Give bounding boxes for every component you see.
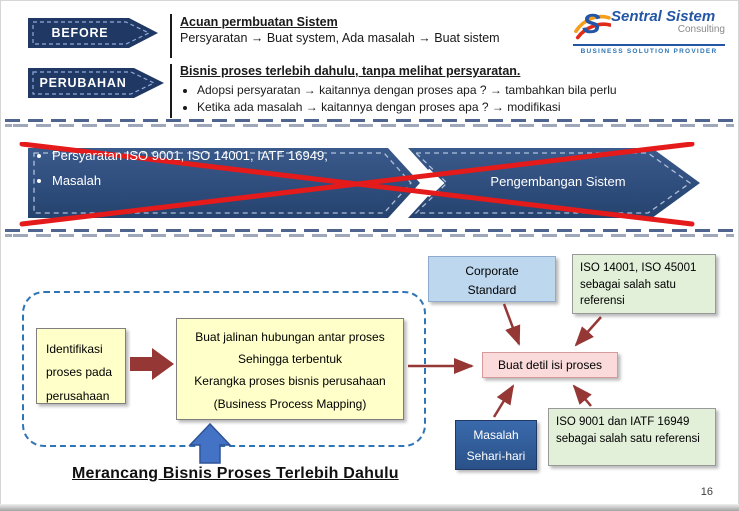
box-line: Corporate bbox=[465, 264, 519, 278]
crossed-item: Persyaratan ISO 9001, ISO 14001, IATF 16… bbox=[52, 148, 328, 163]
corporate-standard-box: Corporate Standard bbox=[428, 256, 556, 302]
right-arrow-banner-icon bbox=[28, 18, 158, 48]
perubahan-label: PERUBAHAN bbox=[39, 76, 127, 90]
before-heading: Acuan permbuatan Sistem bbox=[180, 15, 338, 29]
box-line: perusahaan bbox=[46, 388, 110, 403]
before-label: BEFORE bbox=[51, 26, 109, 40]
connector-iso14001-to-detail bbox=[574, 316, 602, 347]
right-arrow-banner-icon bbox=[28, 68, 164, 98]
dashed-divider bbox=[5, 229, 734, 237]
box-line: proses pada bbox=[46, 365, 113, 380]
box-line: Sehari-hari bbox=[466, 449, 526, 463]
process-detail-box: Buat detil isi proses bbox=[482, 352, 618, 378]
connector-iso9001-to-detail bbox=[572, 384, 592, 407]
company-logo: S Sentral Sistem Consulting BUSINESS SOL… bbox=[573, 8, 725, 55]
divider-line bbox=[170, 64, 172, 118]
before-text-block: Acuan permbuatan Sistem Persyaratan → Bu… bbox=[180, 14, 600, 46]
identify-process-box: Identifikasi proses pada perusahaan bbox=[36, 328, 126, 404]
box-line: Identifikasi bbox=[46, 342, 103, 356]
slide-edge-shadow bbox=[0, 504, 739, 511]
box-line: (Business Process Mapping) bbox=[213, 396, 367, 411]
perubahan-bullet-list: Adopsi persyaratan → kaitannya dengan pr… bbox=[180, 82, 650, 117]
banner-shapes bbox=[19, 142, 700, 227]
divider-line bbox=[170, 14, 172, 58]
left-arrow-shape bbox=[28, 148, 420, 218]
bullet-item: Adopsi persyaratan → kaitannya dengan pr… bbox=[197, 82, 650, 99]
crossed-items-list: Persyaratan ISO 9001, ISO 14001, IATF 16… bbox=[52, 148, 328, 198]
iso-14001-reference-box: ISO 14001, ISO 45001 sebagai salah satu … bbox=[572, 254, 716, 314]
perubahan-text-block: Bisnis proses terlebih dahulu, tanpa mel… bbox=[180, 63, 650, 117]
before-body: Persyaratan → Buat system, Ada masalah →… bbox=[180, 31, 500, 45]
box-line: Standard bbox=[467, 283, 517, 298]
box-line: Kerangka proses bisnis perusahaan bbox=[194, 374, 386, 389]
perubahan-ribbon: PERUBAHAN bbox=[26, 66, 166, 100]
pengembangan-label: Pengembangan Sistem bbox=[490, 174, 626, 189]
box-line: Buat jalinan hubungan antar proses bbox=[195, 330, 385, 344]
connector-corporate-to-detail bbox=[502, 303, 521, 346]
perubahan-heading: Bisnis proses terlebih dahulu, tanpa mel… bbox=[180, 64, 521, 78]
logo-tagline: BUSINESS SOLUTION PROVIDER bbox=[580, 48, 718, 55]
iso-9001-reference-box: ISO 9001 dan IATF 16949 sebagai salah sa… bbox=[548, 408, 716, 466]
red-cross-icon bbox=[19, 142, 695, 227]
logo-brand-name: Sentral Sistem bbox=[611, 8, 716, 25]
connector-masalah-to-detail bbox=[492, 384, 515, 418]
logo-rule bbox=[573, 44, 725, 46]
daily-problem-box: Masalah Sehari-hari bbox=[455, 420, 537, 470]
bullet-item: Ketika ada masalah → kaitannya dengan pr… bbox=[197, 99, 650, 116]
svg-text:S: S bbox=[582, 8, 601, 39]
crossed-item: Masalah bbox=[52, 173, 328, 188]
box-line: Masalah bbox=[473, 428, 519, 442]
swoosh-icon: S bbox=[574, 8, 611, 40]
box-line: Sehingga terbentuk bbox=[237, 352, 343, 367]
logo-subtitle: Consulting bbox=[677, 24, 725, 35]
bottom-caption: Merancang Bisnis Proses Terlebih Dahulu bbox=[72, 465, 399, 482]
crossed-banner: Persyaratan ISO 9001, ISO 14001, IATF 16… bbox=[0, 142, 739, 228]
before-ribbon: BEFORE bbox=[26, 16, 160, 50]
dashed-divider bbox=[5, 119, 734, 127]
page-number: 16 bbox=[700, 486, 713, 498]
business-process-mapping-box: Buat jalinan hubungan antar proses Sehin… bbox=[176, 318, 404, 420]
